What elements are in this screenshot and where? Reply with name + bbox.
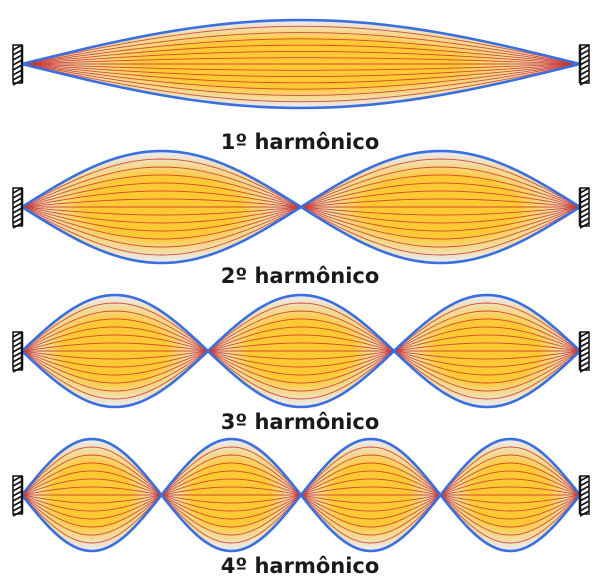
harmonic-2-wave [12, 149, 590, 265]
antinode-lobe [299, 437, 442, 553]
wall-support-left-2 [12, 187, 24, 229]
harmonic-1-wave [12, 18, 590, 110]
wall-support-right-2 [578, 187, 590, 229]
antinode-lobe [20, 437, 163, 553]
antinode-lobe [160, 437, 303, 553]
wall-support-right-4 [578, 475, 590, 517]
antinode-lobe [439, 437, 582, 553]
antinode-lobe [21, 293, 209, 409]
harmonic-3-wave [12, 293, 590, 409]
wall-support-left-1 [12, 44, 24, 86]
antinode-lobe [21, 18, 581, 110]
wall-support-left-4 [12, 475, 24, 517]
antinode-lobe [300, 149, 581, 265]
antinode-lobe [207, 293, 395, 409]
harmonic-label-2: 2º harmônico [220, 264, 380, 288]
antinode-lobe [393, 293, 581, 409]
harmonic-label-1: 1º harmônico [220, 130, 380, 154]
wall-support-left-3 [12, 331, 24, 373]
harmonic-label-4: 4º harmônico [220, 554, 380, 578]
wall-support-right-3 [578, 331, 590, 373]
harmonic-4-wave [12, 437, 590, 553]
wall-support-right-1 [578, 44, 590, 86]
harmonic-label-3: 3º harmônico [220, 410, 380, 434]
antinode-lobe [21, 149, 302, 265]
